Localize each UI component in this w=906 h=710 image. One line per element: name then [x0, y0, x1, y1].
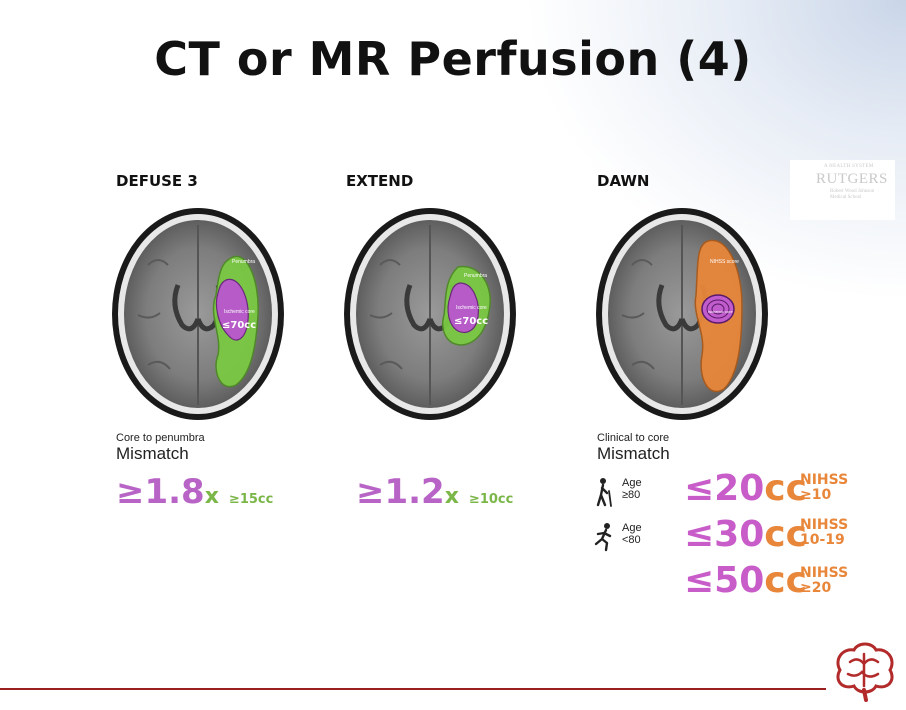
defuse-volume: ≥15cc — [228, 492, 274, 507]
extend-volume: ≥10cc — [468, 492, 514, 507]
extend-ratio: ≥1.2x ≥10cc — [356, 472, 513, 512]
core-volume: ≤70cc — [454, 316, 488, 327]
rutgers-logo: A HEALTH SYSTEM RUTGERS Robert Wood John… — [790, 160, 895, 220]
brain-scan-extend: Penumbra Ischemic core ≤70cc — [344, 208, 516, 420]
extend-ratio-value: ≥1.2 — [356, 472, 445, 512]
defuse-big-label: Mismatch — [116, 444, 189, 463]
defuse-ratio-value: ≥1.8 — [116, 472, 205, 512]
extend-ratio-x: x — [444, 484, 459, 509]
defuse-small-label: Core to penumbra — [116, 432, 205, 444]
core-label: Ischemic core — [224, 309, 255, 315]
age-text-80plus: Age ≥80 — [622, 477, 642, 501]
nihss-region-label: NIHSS score — [710, 259, 739, 265]
nihss-10plus: NIHSS ≥10 — [800, 472, 849, 503]
threshold-20cc: ≤20cc — [684, 468, 807, 509]
core-volume: ≤70cc — [222, 320, 256, 331]
penumbra-label: Penumbra — [232, 259, 255, 265]
threshold-50cc: ≤50cc — [684, 560, 807, 601]
panel-title-extend: EXTEND — [346, 172, 414, 190]
defuse-ratio-x: x — [204, 484, 219, 509]
brain-scan-defuse3: Penumbra Ischemic core ≤70cc — [112, 208, 284, 420]
nihss-10-19: NIHSS 10-19 — [800, 517, 849, 548]
age-text-under80: Age <80 — [622, 522, 642, 546]
slide-title: CT or MR Perfusion (4) — [154, 32, 752, 86]
defuse-ratio: ≥1.8x ≥15cc — [116, 472, 273, 512]
rutgers-topline: A HEALTH SYSTEM — [824, 164, 874, 169]
panel-title-defuse3: DEFUSE 3 — [116, 172, 198, 190]
panel-title-dawn: DAWN — [597, 172, 650, 190]
threshold-30cc: ≤30cc — [684, 514, 807, 555]
rutgers-subline: Robert Wood Johnson Medical School — [830, 189, 875, 200]
penumbra-label: Penumbra — [464, 273, 487, 279]
dawn-small-label: Clinical to core — [597, 432, 670, 444]
brain-scan-dawn: NIHSS score Ischemic core — [596, 208, 768, 420]
running-person-icon — [594, 523, 612, 552]
core-label: Ischemic core — [456, 305, 487, 311]
footer-divider — [0, 688, 826, 690]
rutgers-name: RUTGERS — [816, 171, 888, 187]
elderly-person-icon — [596, 478, 612, 507]
brain-logo-icon — [836, 642, 894, 702]
core-label: Ischemic core — [708, 309, 733, 314]
dawn-big-label: Mismatch — [597, 444, 670, 463]
nihss-20plus: NIHSS ≥20 — [800, 565, 849, 596]
